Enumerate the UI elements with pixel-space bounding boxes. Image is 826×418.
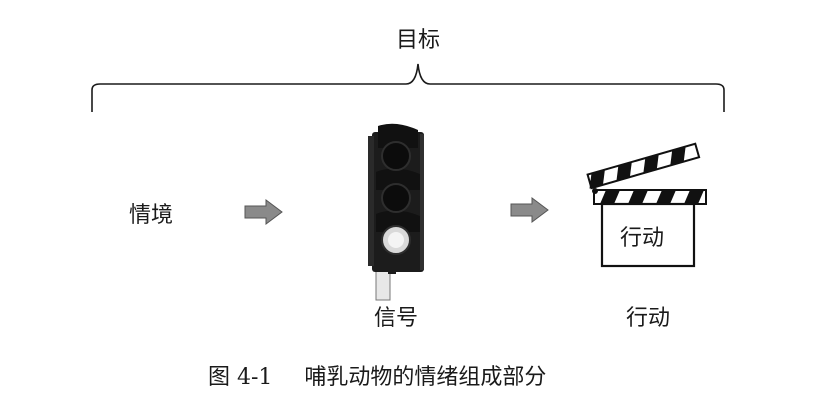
goal-label: 目标 — [396, 28, 441, 53]
arrow-right-icon — [244, 199, 283, 225]
figure-number: 图 4-1 — [208, 365, 273, 390]
arrow-right-icon — [510, 197, 549, 223]
traffic-light-icon — [368, 123, 424, 301]
signal-label: 信号 — [374, 306, 419, 331]
figure-title: 哺乳动物的情绪组成部分 — [304, 365, 547, 390]
figure-caption: 图 4-1 哺乳动物的情绪组成部分 — [208, 367, 546, 389]
clapperboard-icon — [586, 142, 707, 268]
goal-brace — [91, 63, 725, 112]
situation-label: 情境 — [129, 203, 174, 228]
action-label: 行动 — [626, 306, 671, 331]
clapperboard-text: 行动 — [620, 226, 665, 251]
